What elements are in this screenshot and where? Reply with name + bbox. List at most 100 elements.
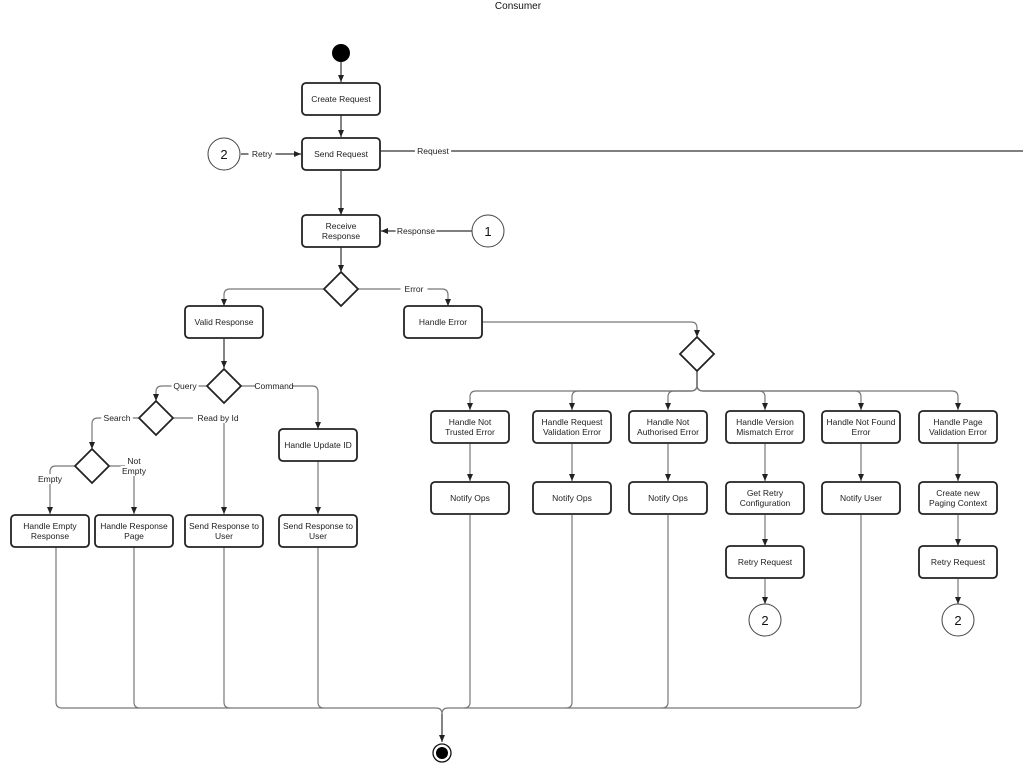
decision-empty: [73, 447, 111, 485]
node-label: Handle Request: [542, 417, 604, 427]
connectors: 2 1 2 2: [207, 137, 975, 637]
node-label: Handle Page: [933, 417, 982, 427]
node-label: Notify Ops: [450, 493, 490, 503]
merge-6: [565, 515, 573, 709]
merge-3: [223, 547, 231, 709]
node-label: Handle Not: [449, 417, 492, 427]
decision-response: [322, 270, 360, 308]
node-notify-ops-3: Notify Ops: [628, 481, 708, 515]
node-label: Valid Response: [195, 317, 254, 327]
node-label: Trusted Error: [445, 427, 495, 437]
merge-8: [464, 515, 862, 709]
node-label: User: [215, 531, 233, 541]
edge-label-bg: [248, 149, 276, 159]
edge-label-read-by-id: Read by Id: [197, 413, 238, 423]
merge-4: [317, 547, 325, 709]
node-label: Notify Ops: [552, 493, 592, 503]
node-label: Handle Not: [647, 417, 690, 427]
edge-label-command: Command: [254, 381, 293, 391]
node-label: Handle Error: [419, 317, 467, 327]
merge-1: [55, 547, 443, 715]
edge-label-bg: [125, 456, 143, 466]
node-label: Create new: [936, 488, 980, 498]
edge-label-bg: [395, 226, 437, 236]
edge-read-by-id: [173, 417, 227, 514]
decision-query-command: [205, 367, 243, 405]
edge-search: [89, 417, 139, 449]
edge-label-not-empty: Empty: [122, 466, 147, 476]
edge-command: [241, 385, 321, 429]
connector-retry-source: 2: [207, 137, 241, 171]
edge-label-retry: Retry: [252, 149, 273, 159]
node-label: Receive: [326, 221, 357, 231]
connector-retry-target-2: 2: [941, 603, 975, 637]
node-label: User: [309, 531, 327, 541]
node-label: Handle Version: [736, 417, 794, 427]
end-node: [432, 743, 452, 763]
node-retry-request-1: Retry Request: [725, 545, 805, 579]
edge-label-request: Request: [417, 146, 449, 156]
node-label: Send Request: [314, 149, 369, 159]
edge-handle-error-to-decision: [482, 321, 700, 337]
edge-label-bg: [400, 284, 428, 294]
edge-label-bg: [171, 381, 199, 391]
node-label: Validation Error: [543, 427, 601, 437]
connector-label: 2: [220, 147, 227, 162]
node-valid-response: Valid Response: [184, 305, 264, 339]
node-notify-ops-1: Notify Ops: [430, 481, 510, 515]
connector-response-source: 1: [471, 214, 505, 248]
edge-label-empty: Empty: [38, 474, 63, 484]
decision-error-type: [678, 335, 716, 373]
connector-label: 1: [484, 224, 491, 239]
diagram-title: Consumer: [495, 1, 542, 12]
edge-label-bg: [101, 413, 133, 423]
edge-query: [153, 385, 207, 401]
node-label: Get Retry: [747, 488, 784, 498]
edge-label-search: Search: [104, 413, 131, 423]
node-handle-update-id: Handle Update ID: [278, 428, 358, 462]
node-label: Handle Not Found: [827, 417, 896, 427]
node-label: Handle Empty: [23, 521, 77, 531]
node-notify-ops-2: Notify Ops: [532, 481, 612, 515]
node-label: Response: [31, 531, 70, 541]
start-node: [332, 44, 350, 62]
node-notify-user: Notify User: [821, 481, 901, 515]
node-label: Mismatch Error: [736, 427, 794, 437]
node-label: Notify Ops: [648, 493, 688, 503]
node-label: Create Request: [311, 94, 371, 104]
edge-label-bg: [36, 474, 64, 484]
node-label: Handle Response: [100, 521, 168, 531]
node-label: Retry Request: [931, 557, 986, 567]
decisions: [73, 270, 716, 485]
node-label: Configuration: [740, 498, 791, 508]
edge-label-query: Query: [173, 381, 197, 391]
edge-valid: [221, 288, 324, 306]
edge-to-version-mismatch: [696, 384, 768, 410]
node-handle-error: Handle Error: [403, 305, 483, 339]
connector-label: 2: [761, 613, 768, 628]
edge-to-not-trusted: [467, 384, 698, 410]
connector-retry-target-1: 2: [748, 603, 782, 637]
node-label: Handle Update ID: [284, 440, 352, 450]
node-label: Response: [322, 231, 361, 241]
edge-label-response: Response: [397, 226, 436, 236]
node-label: Paging Context: [929, 498, 988, 508]
node-label: Send Response to: [189, 521, 259, 531]
edge-to-not-authorised: [665, 384, 698, 410]
edge-to-page-validation: [696, 384, 961, 410]
node-label: Error: [852, 427, 871, 437]
merge-7: [661, 515, 669, 709]
